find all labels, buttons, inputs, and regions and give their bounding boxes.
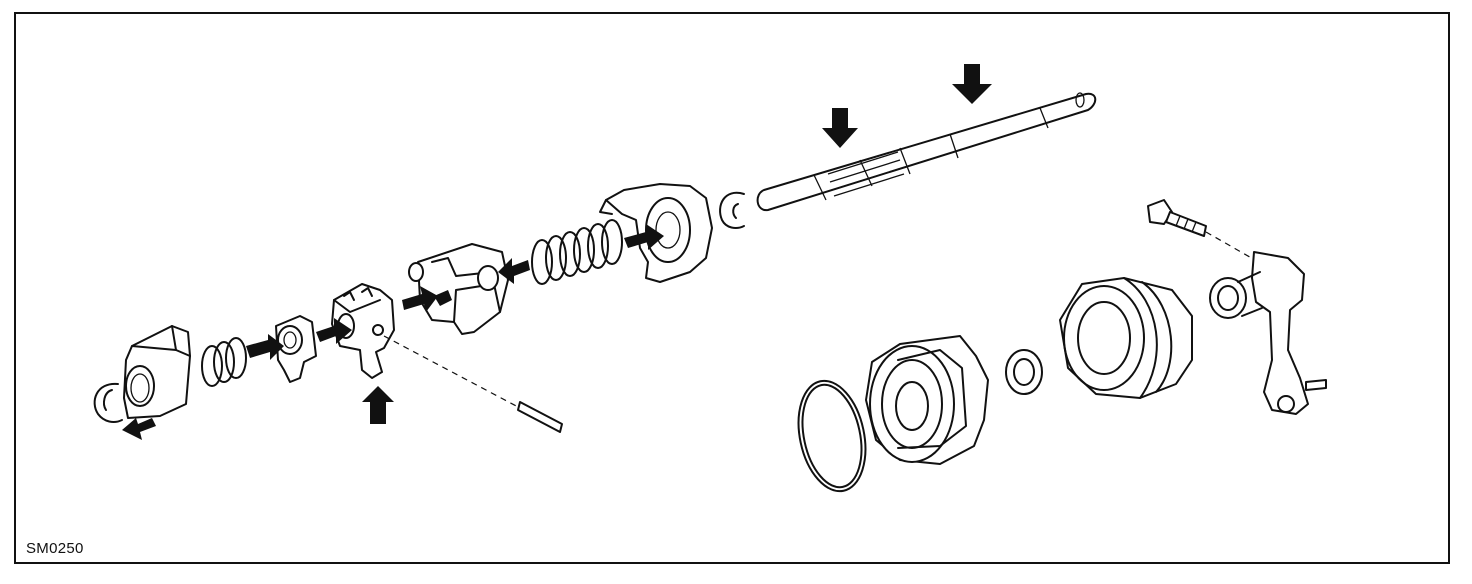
arrow-9 [952,64,992,104]
outer-lever [123,325,191,419]
spring-small [201,337,247,387]
arrow-10 [434,290,452,306]
arrow-4 [362,386,394,424]
inner-lever [275,315,317,383]
control-lever [1209,251,1327,415]
arrow-6 [498,258,530,284]
arrow-8 [822,108,858,148]
snap-ring-left [93,382,123,423]
figure-code: SM0250 [26,540,84,557]
dust-boot [1059,277,1193,399]
e-ring [719,191,745,229]
diagram-frame [14,12,1450,564]
spring-large [531,219,623,285]
o-ring [797,379,867,493]
retainer-housing [865,335,989,465]
bolt [1147,199,1263,265]
arrow-5 [402,286,438,312]
arrow-2 [246,334,284,360]
select-lever [331,283,395,379]
arrow-1 [122,418,156,440]
arrow-7 [624,224,664,250]
oil-seal [1005,349,1043,395]
roll-pin [383,335,563,433]
shift-head [408,243,509,335]
shift-shaft [756,92,1097,212]
arrow-3 [316,318,352,344]
